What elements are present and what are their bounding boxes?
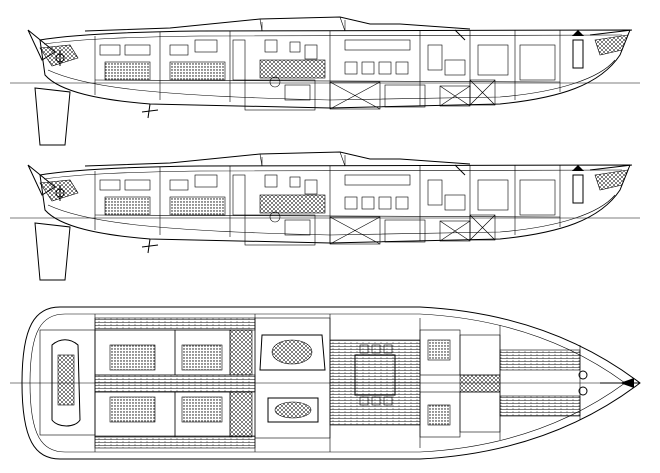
profile-view-lower <box>9 151 641 281</box>
deck-plan-view <box>10 306 641 460</box>
profile-view-upper <box>9 16 641 146</box>
